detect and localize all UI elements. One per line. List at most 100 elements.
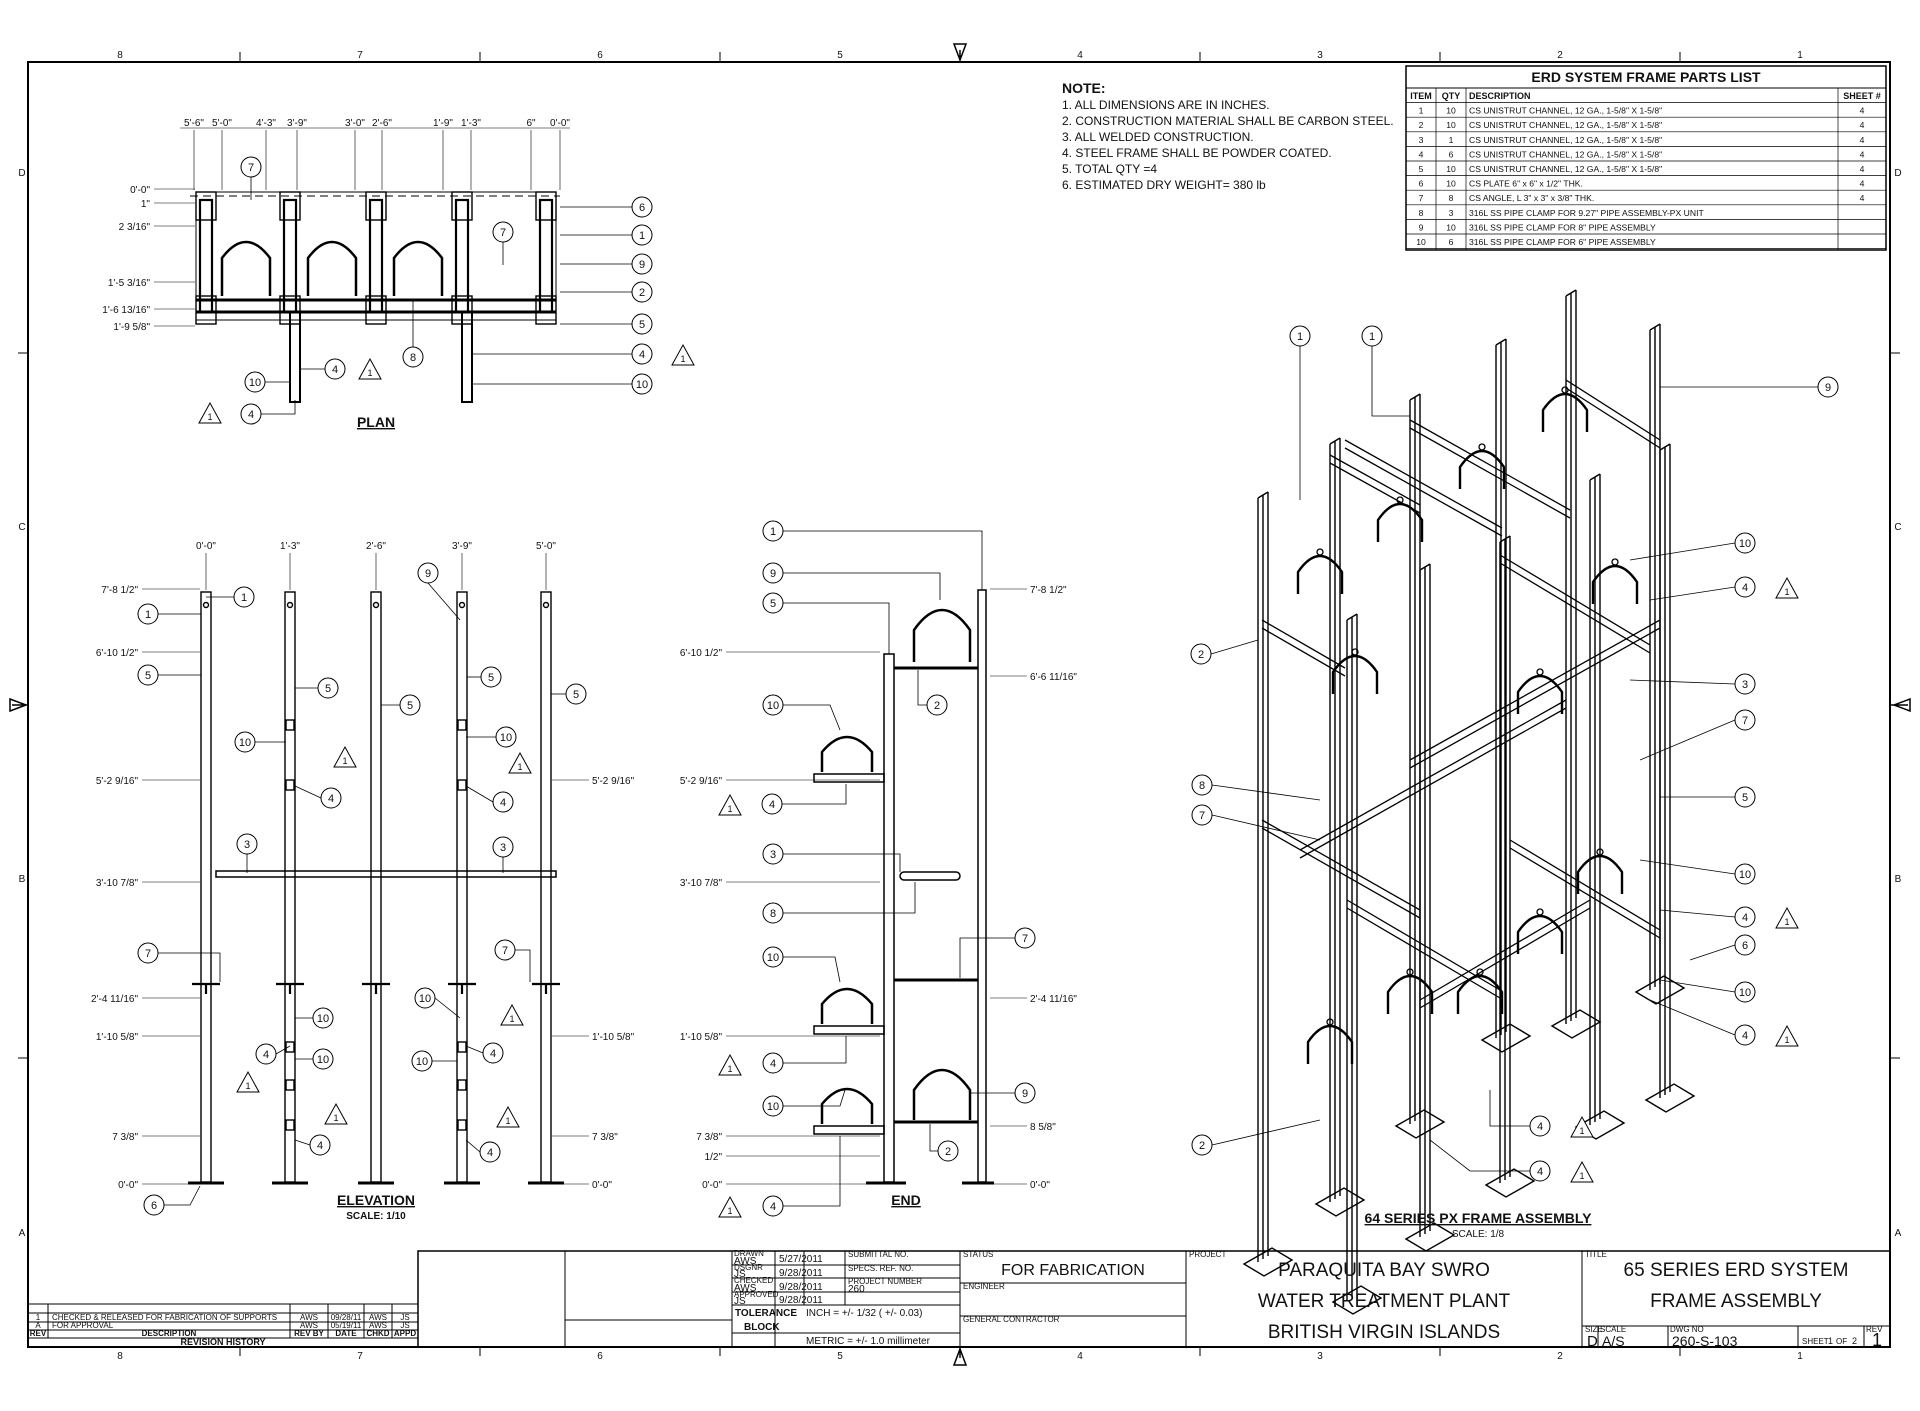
- triangle-shape: [236, 1070, 260, 1093]
- zone-column-top: 7: [357, 50, 363, 61]
- item-bubble: 9: [631, 253, 653, 275]
- rev-header-desc: DESCRIPTION: [142, 1329, 197, 1338]
- iso-post: [1659, 443, 1671, 1098]
- item-bubble: 1: [1289, 325, 1311, 347]
- revision-triangle: 1: [718, 1053, 742, 1076]
- rev-header-by: REV BY: [294, 1329, 324, 1338]
- iso-beam: [1499, 554, 1651, 654]
- project-number: 260: [848, 1284, 865, 1295]
- post-hole: [286, 601, 294, 609]
- parts-list-cell: 316L SS PIPE CLAMP FOR 6" PIPE ASSEMBLY: [1469, 237, 1656, 247]
- end-left-dim: 7 3/8": [696, 1132, 722, 1143]
- rev-row1-date: 09/28/11: [331, 1313, 362, 1322]
- parts-list-cell: 10: [1446, 120, 1456, 130]
- zone-row-right: C: [1894, 522, 1901, 533]
- item-bubble: 5: [480, 666, 502, 688]
- scale-label: SCALE: [1600, 1325, 1626, 1334]
- plan-top-dim: 6": [526, 118, 536, 129]
- leader-line: [917, 670, 927, 706]
- iso-beam: [1565, 379, 1661, 449]
- iso-pipe-clamp: [1516, 674, 1564, 714]
- bubble-number: 9: [770, 568, 776, 580]
- parts-list-cell: 10: [1446, 106, 1456, 116]
- item-bubble: 1: [762, 520, 784, 542]
- drawn-label: DRAWN: [734, 1249, 764, 1258]
- leader-line: [465, 1139, 481, 1153]
- design-date: 9/28/2011: [779, 1268, 823, 1279]
- triangle-number: 1: [367, 368, 372, 378]
- leader-line: [783, 1136, 841, 1207]
- leader-line: [1211, 1119, 1321, 1146]
- item-bubble: 4: [482, 1042, 504, 1064]
- elevation-title: ELEVATION: [337, 1192, 415, 1208]
- plan-top-dim: 4'-3": [256, 118, 276, 129]
- item-bubble: 4: [1529, 1160, 1551, 1182]
- parts-list-cell: CS UNISTRUT CHANNEL, 12 GA., 1-5/8" X 1-…: [1469, 120, 1662, 130]
- revision-triangle: 1: [1775, 1024, 1799, 1047]
- triangle-number: 1: [245, 1081, 250, 1091]
- item-bubble: 4: [479, 1141, 501, 1163]
- elevation-angle: [276, 982, 304, 994]
- iso-base-plate: [1404, 1222, 1456, 1252]
- leader-line: [1689, 944, 1736, 961]
- drawn-date: 5/27/2011: [779, 1254, 823, 1265]
- iso-base-plate: [1314, 1187, 1366, 1217]
- revision-triangle: 1: [1570, 1115, 1594, 1138]
- item-bubble: 7: [492, 221, 514, 243]
- end-left-dim: 6'-10 1/2": [680, 648, 723, 659]
- item-bubble: 4: [1734, 576, 1756, 598]
- elevation-post: [456, 591, 468, 1183]
- iso-beam: [1346, 899, 1501, 999]
- triangle-shape: [1570, 1115, 1594, 1138]
- item-bubble: 3: [492, 836, 514, 858]
- clamp-bolt: [1351, 648, 1359, 656]
- item-bubble: 8: [402, 346, 424, 368]
- bubble-number: 2: [945, 1146, 951, 1158]
- center-marks: [9, 43, 1911, 1366]
- plan-left-dim: 1'-9 5/8": [113, 322, 150, 333]
- iso-base-plate: [1331, 1285, 1383, 1315]
- item-bubble: 10: [631, 373, 653, 395]
- revision-triangle: 1: [718, 793, 742, 816]
- end-right-dim: 8 5/8": [1030, 1122, 1056, 1133]
- triangle-shape: [324, 1102, 348, 1125]
- item-bubble: 10: [495, 726, 517, 748]
- parts-list-cell: 6: [1419, 179, 1424, 189]
- item-bubble: 2: [631, 281, 653, 303]
- parts-list-heading: QTY: [1442, 91, 1461, 101]
- leader-line: [783, 530, 983, 590]
- item-bubble: 7: [1191, 804, 1213, 826]
- plan-post-channel: [198, 198, 214, 314]
- bubble-number: 8: [410, 352, 416, 364]
- item-bubble: 3: [1734, 673, 1756, 695]
- iso-base-plate: [1644, 1083, 1696, 1113]
- rev-header-chkd: CHKD: [366, 1329, 389, 1338]
- bubble-number: 2: [1199, 1140, 1205, 1152]
- clamp-bolt: [1596, 848, 1604, 856]
- triangle-number: 1: [505, 1116, 510, 1126]
- iso-pipe-clamp: [1331, 654, 1379, 694]
- plan-top-dim: 0'-0": [550, 118, 570, 129]
- parts-list-cell: 4: [1419, 149, 1424, 159]
- tolerance-metric: METRIC = +/- 1.0 millimeter: [806, 1336, 931, 1347]
- elevation-right-dim: 7 3/8": [592, 1132, 618, 1143]
- item-bubble: 5: [399, 694, 421, 716]
- triangle-number: 1: [517, 762, 522, 772]
- iso-pipe-clamp: [1386, 974, 1434, 1014]
- bubble-number: 8: [770, 908, 776, 920]
- elevation-top-dim: 0'-0": [196, 541, 216, 552]
- revision-triangle: 1: [500, 1003, 524, 1026]
- iso-beam: [1509, 839, 1661, 939]
- item-bubble: 10: [1734, 532, 1756, 554]
- leader-line: [1659, 979, 1736, 993]
- elevation-angle: [362, 982, 390, 994]
- bubble-number: 9: [1022, 1088, 1028, 1100]
- parts-list-heading: SHEET #: [1843, 91, 1881, 101]
- leader-line: [959, 937, 1015, 978]
- bubble-number: 5: [145, 670, 151, 682]
- revision-triangle: 1: [508, 751, 532, 774]
- clamp-bolt: [1326, 1018, 1334, 1026]
- item-bubble: 4: [762, 1195, 784, 1217]
- bubble-number: 5: [488, 672, 494, 684]
